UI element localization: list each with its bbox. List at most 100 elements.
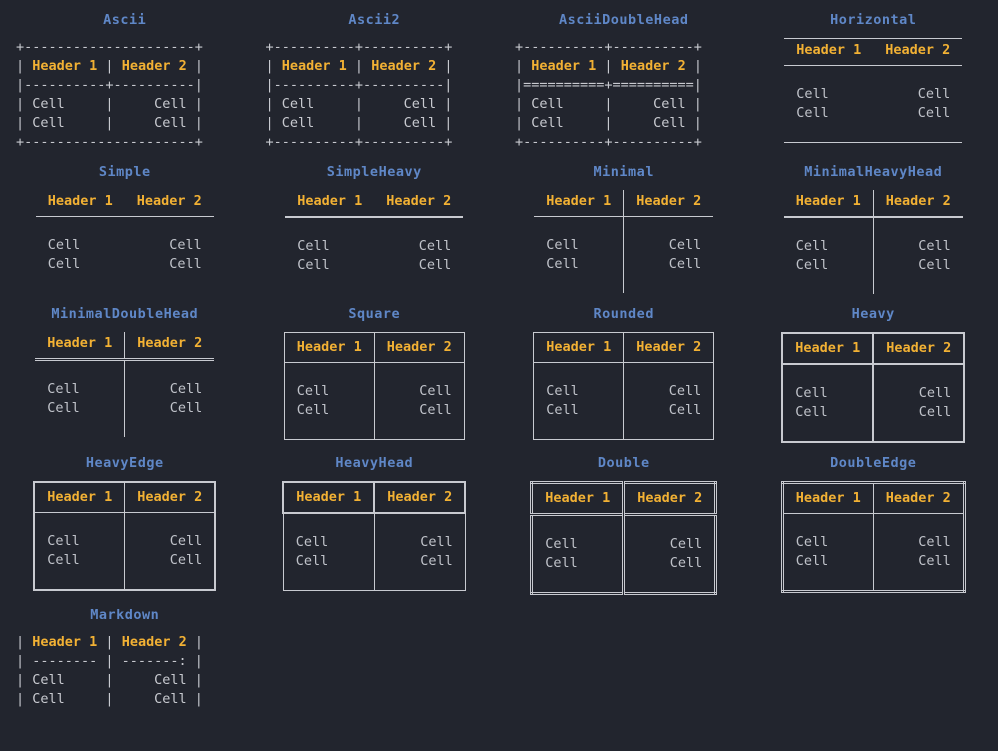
spacer-row	[36, 274, 214, 293]
column-header-2: Header 2	[885, 193, 951, 209]
table-title-heavy: Heavy	[851, 306, 895, 322]
cell-col-1: Cell	[782, 533, 874, 552]
ascii-border-text: +----------+----------+	[265, 134, 453, 150]
table-row: Cell Cell	[533, 401, 714, 420]
cell-col-1: Cell	[283, 533, 375, 552]
column-header-1: Header 1	[783, 190, 874, 217]
ascii-border-text: |	[436, 58, 453, 74]
cell-col-2: Cell	[669, 536, 703, 552]
table-title-minimal-heavy-head: MinimalHeavyHead	[804, 164, 943, 180]
ascii-border-text: | Cell | Cell |	[265, 96, 453, 112]
table-title-square: Square	[348, 306, 401, 322]
cell-col-1: Cell	[533, 401, 625, 420]
spacer-cell	[36, 274, 125, 293]
spacer-cell	[374, 275, 463, 294]
spacer-cell	[624, 274, 714, 293]
cell-col-1: Cell	[47, 256, 81, 272]
ascii-border-text: |	[596, 58, 621, 74]
spacer-cell	[784, 66, 873, 86]
table-card-ascii2: Ascii2+----------+----------+ | Header 1…	[250, 0, 500, 152]
spacer-cell	[873, 571, 964, 592]
cell-col-1: Cell	[47, 237, 81, 253]
column-header-2: Header 2	[386, 339, 452, 355]
ascii-border-text: +---------------------+	[16, 39, 203, 55]
spacer-row	[36, 217, 214, 237]
ascii-border-text: +---------------------+	[16, 134, 203, 150]
column-header-1: Header 1	[34, 482, 126, 513]
cell-col-1: Cell	[796, 86, 829, 102]
column-header-2: Header 2	[374, 481, 467, 514]
ascii-border-text: |	[265, 58, 282, 74]
spacer-cell	[624, 217, 714, 237]
spacer-cell	[35, 359, 126, 380]
spacer-row	[34, 570, 215, 590]
ascii-border-text: +----------+----------+	[265, 39, 453, 55]
cell-col-2: Cell	[668, 402, 702, 418]
spacer-cell	[284, 362, 375, 382]
column-header-2: Header 2	[886, 340, 952, 356]
ascii-border-text: |	[515, 58, 532, 74]
ascii-border-text: +----------+----------+	[515, 39, 702, 55]
spacer-row	[283, 571, 465, 591]
table-card-ascii-double-head: AsciiDoubleHead+----------+----------+ |…	[499, 0, 749, 152]
spacer-cell	[285, 217, 374, 237]
table-head: Header 1 Header 2	[782, 333, 965, 364]
spacer-cell	[374, 363, 464, 383]
ascii-border-text: |	[186, 58, 203, 74]
ascii-border-text: |	[16, 634, 33, 650]
box-style-gallery: Ascii +---------------------+ | Header 1 …	[0, 0, 998, 707]
spacer-cell	[783, 217, 874, 237]
spacer-cell	[873, 66, 962, 86]
spacer-row	[285, 275, 463, 294]
cell-col-2: Cell	[419, 383, 452, 399]
table-row: Cell Cell	[284, 382, 464, 401]
spacer-cell	[533, 420, 625, 440]
spacer-cell	[782, 571, 874, 592]
cell-col-1: Cell	[284, 382, 375, 401]
cell-col-1: Cell	[783, 237, 874, 256]
spacer-cell	[34, 570, 126, 590]
column-header: Header 1	[531, 58, 597, 74]
table-title-ascii: Ascii	[103, 12, 147, 28]
column-header-1: Header 1	[782, 333, 875, 364]
spacer-row	[285, 217, 463, 237]
spacer-cell	[35, 418, 126, 437]
cell-col-2: Cell	[418, 257, 452, 273]
column-header-2: Header 2	[636, 193, 702, 209]
spacer-row	[34, 512, 215, 532]
cell-col-1: Cell	[35, 380, 126, 399]
spacer-cell	[374, 571, 465, 591]
table-title-minimal-double-head: MinimalDoubleHead	[51, 306, 199, 322]
cell-col-2: Cell	[420, 534, 453, 550]
spacer-cell	[531, 514, 626, 535]
cell-col-1: Cell	[34, 532, 126, 551]
spacer-row	[534, 274, 713, 293]
spacer-cell	[624, 573, 716, 594]
cell-col-2: Cell	[918, 534, 951, 550]
